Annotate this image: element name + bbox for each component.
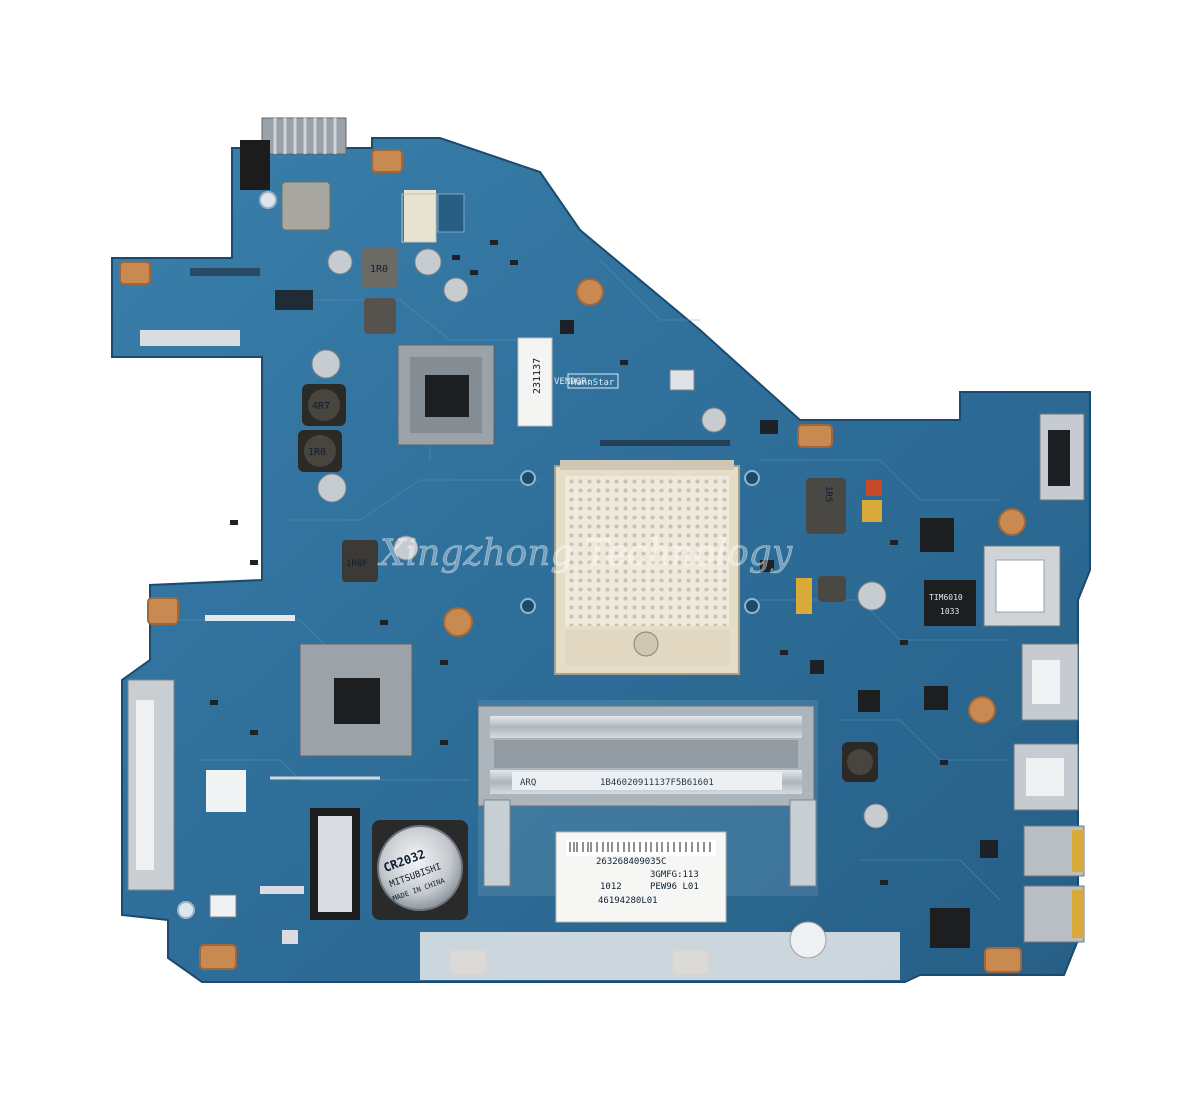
watermark-text: Xingzhong Technology <box>377 533 793 574</box>
inductor-label-top: 1R0 <box>370 264 388 275</box>
cpu-socket <box>554 460 740 675</box>
cmos-battery: CR2032 MITSUBISHI MADE IN CHINA <box>372 820 468 920</box>
label-line4: PEW96 L01 <box>650 882 699 892</box>
ic-label-line2: 1033 <box>940 607 959 616</box>
gpu-chip <box>397 344 495 446</box>
network-chip: TIM6010 1033 <box>858 518 976 948</box>
power-components-right: 1R5 <box>701 407 889 829</box>
label-line5: 46194280L01 <box>598 896 658 906</box>
inductors-left: 4R7 1R0 1R0F <box>298 349 419 582</box>
small-switch <box>669 369 695 391</box>
label-line2: 3GMFG:113 <box>650 870 699 880</box>
ic-label-line1: TIM6010 <box>929 593 963 602</box>
label-line1: 263268409035C <box>596 857 666 867</box>
side-ports <box>983 413 1085 943</box>
smd-components <box>205 240 998 885</box>
bottom-edge-connector <box>420 921 900 980</box>
vendor-sticker: 231137 VENDOR: HannStar <box>517 337 619 427</box>
vendor-name: HannStar <box>571 378 615 388</box>
ram-slot: ARQ 1B46020911137F5B61601 <box>477 700 818 896</box>
ram-label-line2: 1B46020911137F5B61601 <box>600 778 714 788</box>
power-connector <box>240 117 347 190</box>
hdd-connector <box>127 679 175 891</box>
left-wing-parts <box>140 268 313 346</box>
inductor-label-left-lower: 1R0 <box>308 447 326 458</box>
inductor-label-right: 1R5 <box>823 486 833 502</box>
label-line3: 1012 <box>600 882 622 892</box>
label-pad <box>206 770 246 812</box>
inductor-label-left-upper: 4R7 <box>312 401 330 412</box>
mini-pcie-slot <box>270 776 380 920</box>
inductor-label-mid: 1R0F <box>346 559 368 569</box>
board-label: 263268409035C 3GMFG:113 1012 PEW96 L01 4… <box>555 831 727 923</box>
power-components-top: 1R0 <box>281 181 469 334</box>
southbridge-chip <box>299 643 413 757</box>
small-connectors-bottom <box>209 886 304 944</box>
sticker-code: 231137 <box>532 358 543 394</box>
vendor-label-prefix: VENDOR: <box>554 377 592 387</box>
ram-label-line1: ARQ <box>520 778 536 788</box>
